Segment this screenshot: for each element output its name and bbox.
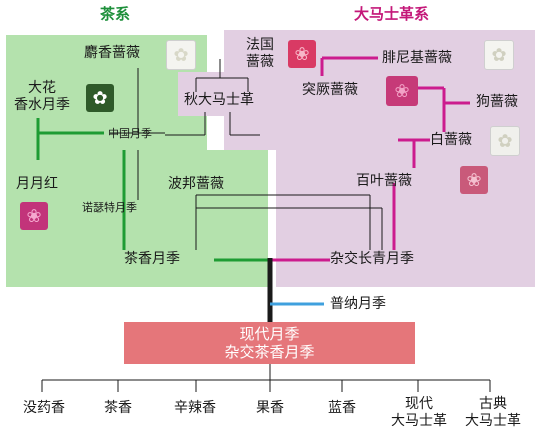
pink-rose-icon: ❀ (288, 40, 316, 68)
tea-family-header: 茶系 (100, 5, 131, 23)
white-rose-icon: ✿ (86, 84, 114, 112)
damask-region-lower (276, 150, 535, 287)
centifolia-rose-label: 百叶蔷薇 (356, 173, 412, 189)
damask-family-header: 大马士革系 (354, 5, 430, 23)
white-rose-icon: ✿ (490, 126, 520, 156)
leaf-fruity: 果香 (256, 400, 284, 416)
gallica-rose-label: 突厥蔷薇 (302, 82, 358, 98)
pink-rose-icon: ❀ (20, 202, 48, 230)
yueyuehong-label: 月月红 (16, 176, 58, 192)
leaf-blue: 蓝香 (328, 400, 356, 416)
autumn-damask-label: 秋大马士革 (184, 92, 254, 108)
damask-region (224, 30, 535, 150)
modern-rose-box: 现代月季 杂交茶香月季 (124, 322, 415, 364)
large-tea-rose-label: 大花香水月季 (14, 80, 70, 113)
phoenician-rose-label: 腓尼基蔷薇 (382, 50, 452, 66)
leaf-modern-damask: 现代大马士革 (391, 396, 447, 429)
leaf-myrrh: 没药香 (23, 400, 65, 416)
noisette-rose-label: 诺瑟特月季 (82, 201, 137, 214)
damask-region-left (178, 72, 224, 116)
french-rose-label: 法国蔷薇 (246, 37, 274, 70)
white-rose-icon: ✿ (484, 40, 514, 70)
tea-region-lower (6, 150, 268, 287)
alba-rose-label: 白蔷薇 (430, 132, 472, 148)
leaf-classic-damask: 古典大马士革 (465, 396, 521, 429)
bourbon-rose-label: 波邦蔷薇 (168, 176, 224, 192)
dog-rose-label: 狗蔷薇 (476, 94, 518, 110)
hybrid-perpetual-label: 杂交长青月季 (330, 251, 414, 267)
pink-rose-icon: ❀ (460, 166, 488, 194)
white-rose-icon: ✿ (166, 40, 196, 70)
portland-rose-label: 普纳月季 (330, 296, 386, 312)
leaf-spicy: 辛辣香 (174, 400, 216, 416)
china-rose-label: 中国月季 (108, 127, 152, 140)
leaf-tea: 茶香 (104, 400, 132, 416)
musk-rose-label: 麝香蔷薇 (84, 45, 140, 61)
pink-rose-icon: ❀ (386, 76, 418, 106)
tea-rose-label: 茶香月季 (124, 251, 180, 267)
